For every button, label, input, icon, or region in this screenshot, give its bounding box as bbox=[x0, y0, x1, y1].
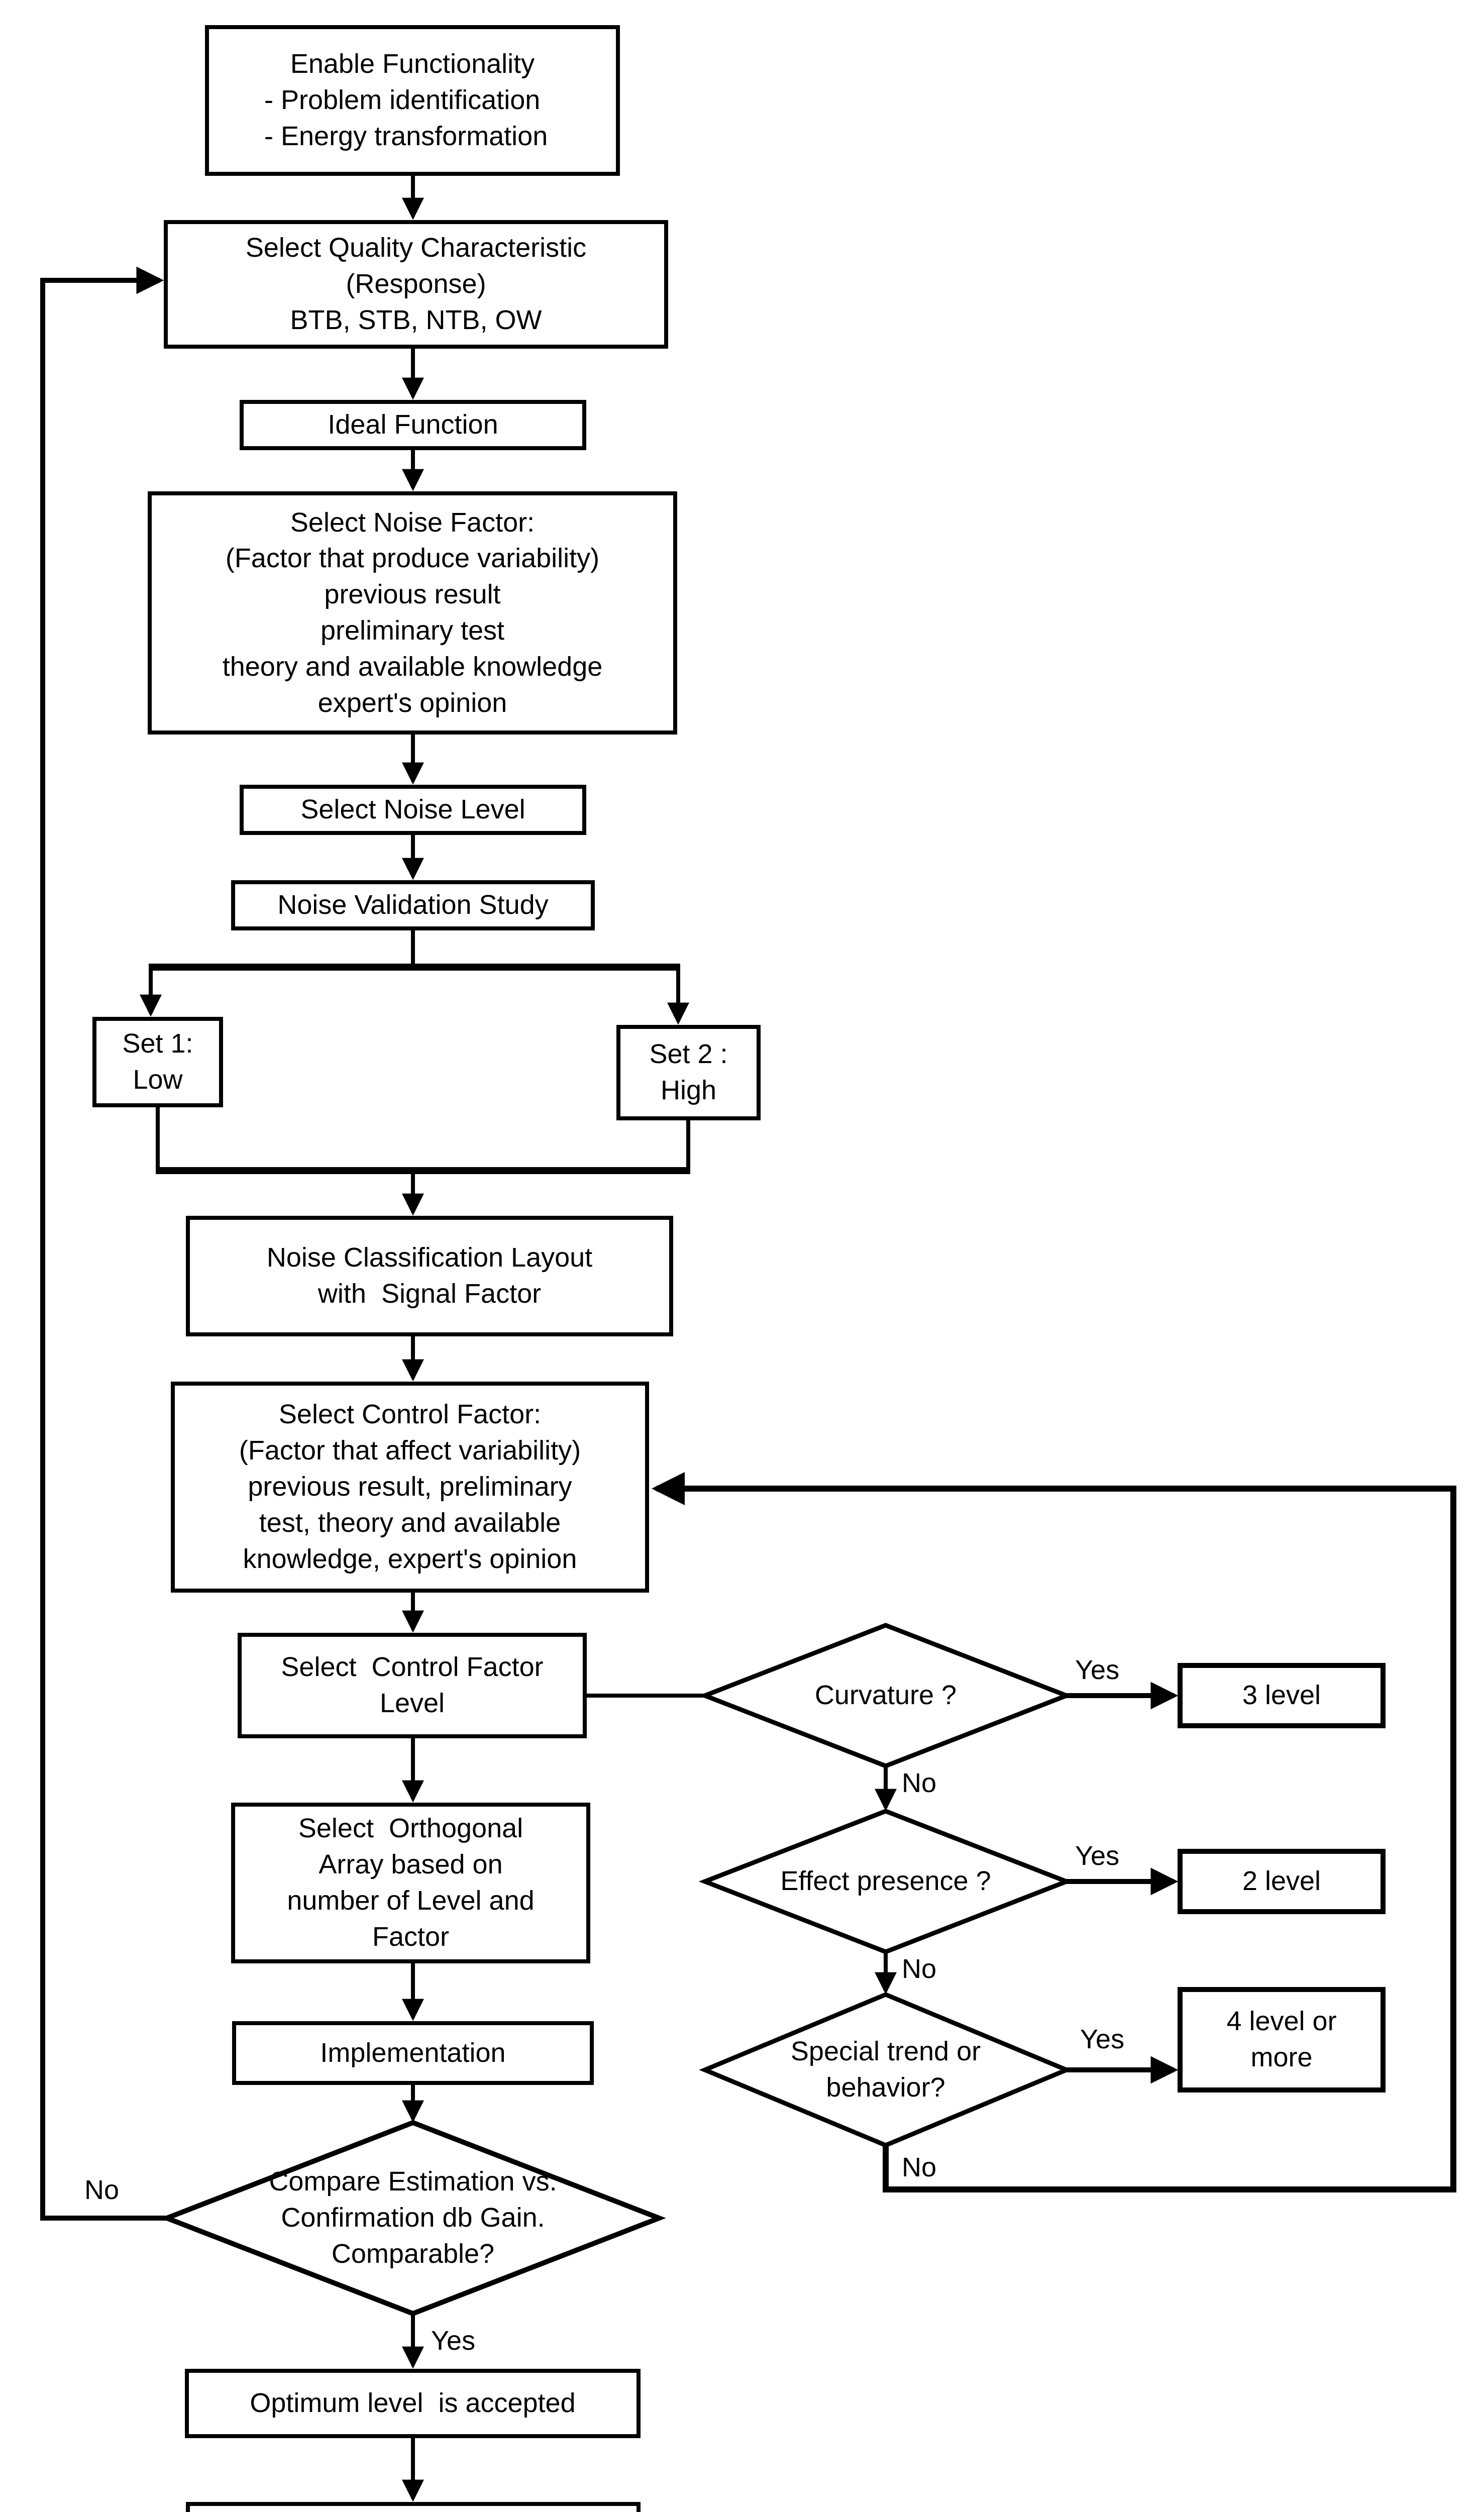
node-text-line: Select Noise Level bbox=[300, 794, 525, 825]
node-noise-classification-layout: Noise Classification Layout with Signal … bbox=[186, 1216, 673, 1336]
label-yes-effect: Yes bbox=[1075, 1841, 1120, 1871]
node-text-line: Noise Validation Study bbox=[277, 890, 549, 920]
node-text-line: Optimum level is accepted bbox=[250, 2388, 576, 2419]
node-ideal-function: Ideal Function bbox=[240, 400, 586, 450]
node-text-line: Select Control Factor: bbox=[278, 1399, 542, 1430]
node-select-noise-level: Select Noise Level bbox=[240, 785, 586, 835]
decision-text-line: behavior? bbox=[826, 2072, 945, 2103]
node-text-line: with Signal Factor bbox=[317, 1279, 542, 1309]
node-3-level: 3 level bbox=[1178, 1663, 1386, 1728]
decision-text-line: Curvature ? bbox=[814, 1680, 957, 1711]
decision-text-line: Comparable? bbox=[331, 2238, 495, 2269]
node-text-line: number of Level and bbox=[287, 1886, 535, 1916]
label-no-curvature: No bbox=[902, 1768, 937, 1798]
decision-text-line: Compare Estimation vs. bbox=[269, 2166, 557, 2197]
node-implementation: Implementation bbox=[232, 2021, 594, 2085]
node-text-line: Level bbox=[379, 1688, 445, 1718]
decision-text-line: Confirmation db Gain. bbox=[281, 2203, 545, 2233]
node-text-line: expert's opinion bbox=[317, 687, 507, 718]
node-text-line: preliminary test bbox=[320, 615, 505, 646]
node-select-control-factor: Select Control Factor: (Factor that affe… bbox=[171, 1382, 649, 1593]
node-text-line: - Energy transformation bbox=[264, 121, 548, 151]
edge-special-no-loop bbox=[652, 1472, 1456, 2192]
node-optimum-level-accepted: Optimum level is accepted bbox=[185, 2369, 641, 2438]
decision-special-trend: Special trend or behavior? bbox=[720, 2032, 1051, 2108]
decision-curvature-shape bbox=[698, 1623, 1073, 1768]
label-yes-curvature: Yes bbox=[1075, 1655, 1120, 1685]
node-text-line: High bbox=[660, 1075, 717, 1105]
node-text-line: Array based on bbox=[319, 1849, 503, 1880]
node-text-line: Ideal Function bbox=[328, 409, 498, 440]
node-text-line: 2 level bbox=[1242, 1866, 1321, 1897]
node-text-line: Select Control Factor bbox=[281, 1652, 544, 1683]
node-select-quality-characteristic: Select Quality Characteristic (Response)… bbox=[164, 220, 668, 349]
node-4-level-or-more: 4 level or more bbox=[1178, 1987, 1386, 2092]
node-text-line: BTB, STB, NTB, OW bbox=[290, 304, 542, 335]
node-text-line: previous result bbox=[324, 579, 501, 610]
node-text-line: Low bbox=[133, 1065, 183, 1095]
decision-text-line: Special trend or bbox=[790, 2036, 981, 2067]
node-text-line: more bbox=[1250, 2042, 1313, 2072]
label-no-special: No bbox=[902, 2152, 937, 2182]
node-text-line: Select Noise Factor: bbox=[290, 507, 535, 538]
decision-effect-presence: Effect presence ? bbox=[720, 1864, 1051, 1899]
node-text-line: Set 2 : bbox=[649, 1039, 728, 1070]
node-adjustment: Adjustment bbox=[186, 2502, 641, 2512]
decision-compare-estimation-shape bbox=[160, 2120, 666, 2317]
node-text-line: (Factor that produce variability) bbox=[225, 543, 600, 574]
decision-effect-presence-shape bbox=[698, 1809, 1073, 1954]
node-set1-low: Set 1: Low bbox=[92, 1017, 223, 1107]
node-text-line: (Response) bbox=[346, 269, 486, 299]
decision-special-trend-shape bbox=[699, 1992, 1073, 2148]
node-select-control-factor-level: Select Control Factor Level bbox=[238, 1633, 587, 1738]
node-text-line: knowledge, expert's opinion bbox=[243, 1543, 577, 1574]
node-text-line: - Problem identification bbox=[264, 85, 541, 116]
node-text-line: 4 level or bbox=[1226, 2006, 1337, 2037]
node-text-line: Select Quality Characteristic bbox=[245, 233, 587, 263]
edge-compare-no-loop bbox=[40, 266, 167, 2221]
node-text-line: Select Orthogonal bbox=[298, 1813, 523, 1844]
node-text-line: test, theory and available bbox=[259, 1507, 561, 1538]
decision-compare-estimation: Compare Estimation vs. Confirmation db G… bbox=[202, 2160, 624, 2276]
node-text-line: Set 1: bbox=[122, 1028, 193, 1059]
label-no-effect: No bbox=[902, 1954, 937, 1984]
decision-curvature: Curvature ? bbox=[720, 1678, 1051, 1713]
node-select-noise-factor: Select Noise Factor: (Factor that produc… bbox=[148, 491, 677, 735]
label-yes-compare: Yes bbox=[431, 2326, 476, 2356]
node-text-line: Implementation bbox=[320, 2037, 506, 2068]
node-select-orthogonal-array: Select Orthogonal Array based on number … bbox=[231, 1803, 590, 1963]
node-text-line: Enable Functionality bbox=[290, 49, 535, 79]
node-text-line: Noise Classification Layout bbox=[266, 1242, 593, 1273]
node-text-line: 3 level bbox=[1242, 1680, 1321, 1711]
node-text-line: Factor bbox=[372, 1921, 450, 1952]
decision-text-line: Effect presence ? bbox=[780, 1866, 991, 1897]
node-noise-validation-study: Noise Validation Study bbox=[231, 880, 595, 930]
node-set2-high: Set 2 : High bbox=[616, 1025, 761, 1120]
label-yes-special: Yes bbox=[1080, 2024, 1125, 2054]
node-text-line: previous result, preliminary bbox=[248, 1472, 572, 1502]
node-enable-functionality: Enable Functionality - Problem identific… bbox=[205, 25, 620, 176]
node-text-line: (Factor that affect variability) bbox=[239, 1435, 581, 1466]
node-2-level: 2 level bbox=[1178, 1849, 1386, 1914]
node-text-line: theory and available knowledge bbox=[222, 651, 603, 682]
label-no-compare: No bbox=[84, 2175, 120, 2205]
